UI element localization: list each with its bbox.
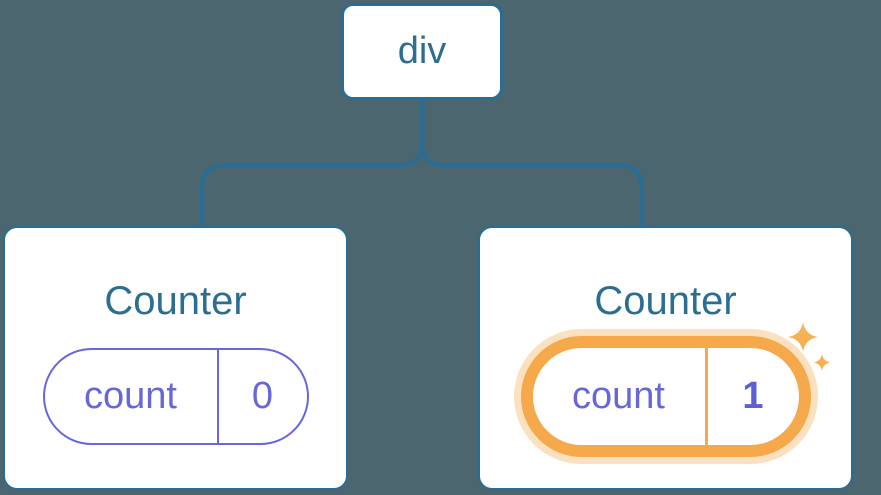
state-pill-highlighted: count 1	[520, 336, 811, 457]
counter-card-right: Counter count 1	[478, 226, 853, 490]
state-key-label: count	[533, 348, 708, 445]
root-node-div: div	[341, 3, 503, 100]
component-title: Counter	[594, 279, 737, 323]
state-pill: count 0	[42, 348, 309, 445]
component-title: Counter	[104, 279, 247, 323]
counter-card-left: Counter count 0	[3, 226, 348, 490]
state-key-label: count	[45, 350, 219, 443]
connector-left-branch	[199, 100, 425, 226]
state-value: 1	[742, 375, 764, 417]
state-value: 0	[251, 375, 274, 417]
root-node-label: div	[397, 30, 447, 72]
connector-right-branch	[419, 100, 645, 226]
